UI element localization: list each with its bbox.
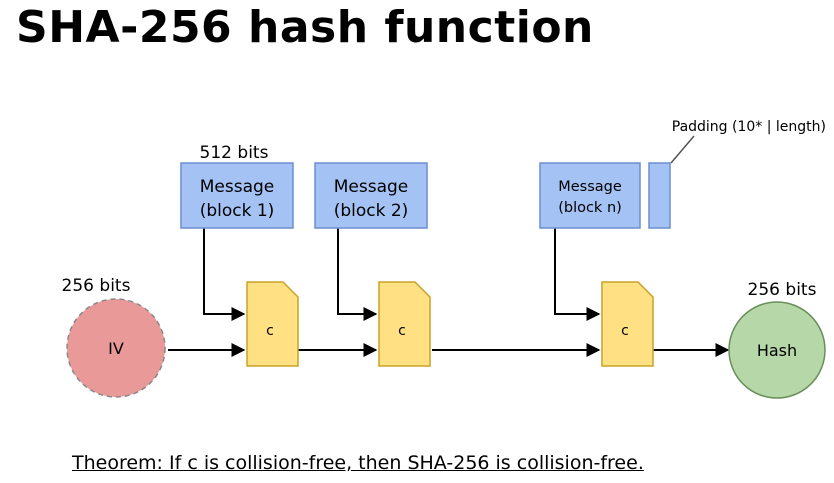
iv-size-label: 256 bits: [62, 276, 131, 296]
hash-node: Hash: [728, 301, 826, 399]
message-block-2-line2: (block 2): [334, 201, 409, 221]
padding-label: Padding (10* | length): [672, 119, 826, 135]
message-block-n-line2: (block n): [558, 200, 622, 216]
connectors: [168, 135, 730, 357]
arrow-blockn-to-cn: [554, 228, 601, 321]
iv-label: IV: [108, 339, 124, 358]
hash-label: Hash: [757, 341, 797, 360]
message-block-2: Message (block 2): [314, 162, 428, 229]
message-block-1: Message (block 1): [180, 162, 294, 229]
padding-block: [648, 162, 671, 229]
hash-size-label: 256 bits: [748, 280, 817, 300]
compression-label-2: c: [398, 323, 406, 339]
page-title: SHA-256 hash function: [16, 2, 594, 53]
compression-label-1: c: [266, 323, 274, 339]
compression-box-n: c: [601, 281, 654, 367]
message-block-n-line1: Message: [558, 179, 622, 195]
padding-pointer-line: [670, 135, 695, 164]
compression-box-2: c: [378, 281, 431, 367]
theorem-statement: Theorem: If c is collision-free, then SH…: [72, 452, 644, 474]
message-block-1-line1: Message: [200, 177, 275, 197]
iv-node: IV: [66, 298, 166, 398]
message-block-2-line1: Message: [334, 177, 409, 197]
message-block-n: Message (block n): [539, 162, 641, 229]
arrow-block2-to-c2: [337, 228, 378, 321]
compression-box-1: c: [246, 281, 299, 367]
compression-label-n: c: [621, 323, 629, 339]
block-size-label: 512 bits: [200, 143, 269, 163]
message-block-1-line2: (block 1): [200, 201, 275, 221]
arrow-block1-to-c1: [203, 228, 246, 321]
